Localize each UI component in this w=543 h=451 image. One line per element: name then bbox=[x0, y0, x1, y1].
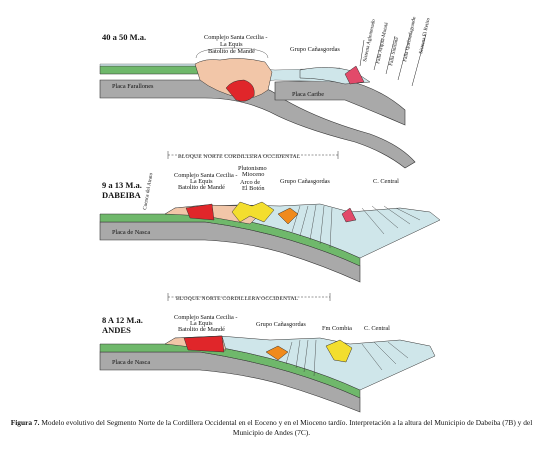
label-combia: Fm Combia bbox=[322, 325, 352, 332]
miocene-pluton-orange-b bbox=[277, 207, 299, 225]
overriding-block-c bbox=[164, 335, 436, 391]
combia-yellow-c bbox=[325, 339, 353, 363]
label-santa-cecilia-c-3: Batolito de Mandé bbox=[178, 326, 225, 333]
label-santa-cecilia-a-2: La Equis bbox=[220, 41, 243, 48]
orange-pluton-c bbox=[265, 345, 289, 361]
label-arco-2: El Botón bbox=[242, 185, 265, 192]
label-nasca-c: Placa de Nasca bbox=[112, 359, 150, 366]
panel-eocene: 40 a 50 M.a. Sistema Aglomerado Falla Ar… bbox=[99, 16, 432, 169]
label-canasgordas-a: Grupo Cañasgordas bbox=[290, 46, 340, 53]
svg-text:Sistema Aglomerado: Sistema Aglomerado bbox=[362, 18, 377, 62]
magenta-body-a bbox=[344, 65, 365, 85]
fault-lines-a bbox=[359, 33, 427, 87]
figure-caption: Figura 7. Modelo evolutivo del Segmento … bbox=[10, 418, 533, 437]
label-canasgordas-b: Grupo Cañasgordas bbox=[280, 178, 330, 185]
label-farallones: Placa Farallones bbox=[112, 83, 154, 90]
label-santa-cecilia-a-1: Complejo Santa Cecilia - bbox=[204, 34, 267, 41]
label-santa-cecilia-b-2: La Equis bbox=[190, 178, 213, 185]
canasgordas-lines-c bbox=[285, 339, 409, 377]
label-nasca-b: Placa de Nasca bbox=[112, 229, 150, 236]
panel-b-place: DABEIBA bbox=[102, 190, 142, 200]
label-canasgordas-c: Grupo Cañasgordas bbox=[256, 321, 306, 328]
panel-b-age: 9 a 13 M.a. bbox=[102, 180, 142, 190]
svg-text:Falla Sinifaná: Falla Sinifaná bbox=[387, 36, 400, 66]
label-santa-cecilia-c-2: La Equis bbox=[190, 320, 213, 327]
mande-batholith-c bbox=[183, 335, 225, 353]
label-santa-cecilia-b-1: Complejo Santa Cecilia - bbox=[174, 172, 237, 179]
panel-c-age: 8 A 12 M.a. bbox=[102, 315, 143, 325]
caption-label: Figura 7. bbox=[10, 418, 40, 427]
svg-text:Sistema El Retiro: Sistema El Retiro bbox=[418, 17, 432, 54]
mande-batholith-b bbox=[185, 203, 215, 221]
header-b: BLOQUE NORTE CORDILLERA OCCIDENTAL bbox=[178, 154, 301, 160]
panel-andes: BLOQUE NORTE CORDILLERA OCCIDENTAL 8 A 1… bbox=[99, 293, 436, 413]
magenta-body-b bbox=[341, 207, 357, 223]
plate-caribe bbox=[274, 79, 406, 126]
canasgordas-lines-b bbox=[291, 204, 421, 249]
label-central-b: C. Central bbox=[373, 178, 399, 185]
panel-c-place: ANDES bbox=[102, 325, 131, 335]
mande-batholith-a bbox=[225, 79, 255, 102]
label-santa-cecilia-a-3: Batolito de Mandé bbox=[208, 48, 255, 55]
label-santa-cecilia-c-1: Complejo Santa Cecilia - bbox=[174, 314, 237, 321]
header-c: BLOQUE NORTE CORDILLERA OCCIDENTAL bbox=[176, 296, 299, 302]
svg-text:Falla Arquía-Mutatá: Falla Arquía-Mutatá bbox=[375, 21, 390, 64]
panel-a-age: 40 a 50 M.a. bbox=[102, 32, 146, 42]
label-arco-1: Arco de bbox=[240, 179, 260, 186]
svg-text:Falla Quebradagrande: Falla Quebradagrande bbox=[402, 16, 418, 63]
arco-el-boton-b bbox=[231, 201, 275, 223]
panel-dabeiba: BLOQUE NORTE CORDILLERA OCCIDENTAL 9 a 1… bbox=[99, 151, 441, 283]
fault-labels-a: Sistema Aglomerado Falla Arquía-Mutatá F… bbox=[362, 16, 432, 67]
label-central-c: C. Central bbox=[364, 325, 390, 332]
caption-text: Modelo evolutivo del Segmento Norte de l… bbox=[41, 418, 533, 437]
label-caribe: Placa Caribe bbox=[292, 91, 324, 98]
label-santa-cecilia-b-3: Batolito de Mandé bbox=[178, 184, 225, 191]
label-atrato: Cuenca del Atrato bbox=[142, 172, 154, 210]
bracket-a bbox=[195, 47, 269, 59]
label-plutonismo-2: Mioceno bbox=[242, 171, 264, 178]
label-plutonismo-1: Plutonismo bbox=[238, 165, 267, 172]
